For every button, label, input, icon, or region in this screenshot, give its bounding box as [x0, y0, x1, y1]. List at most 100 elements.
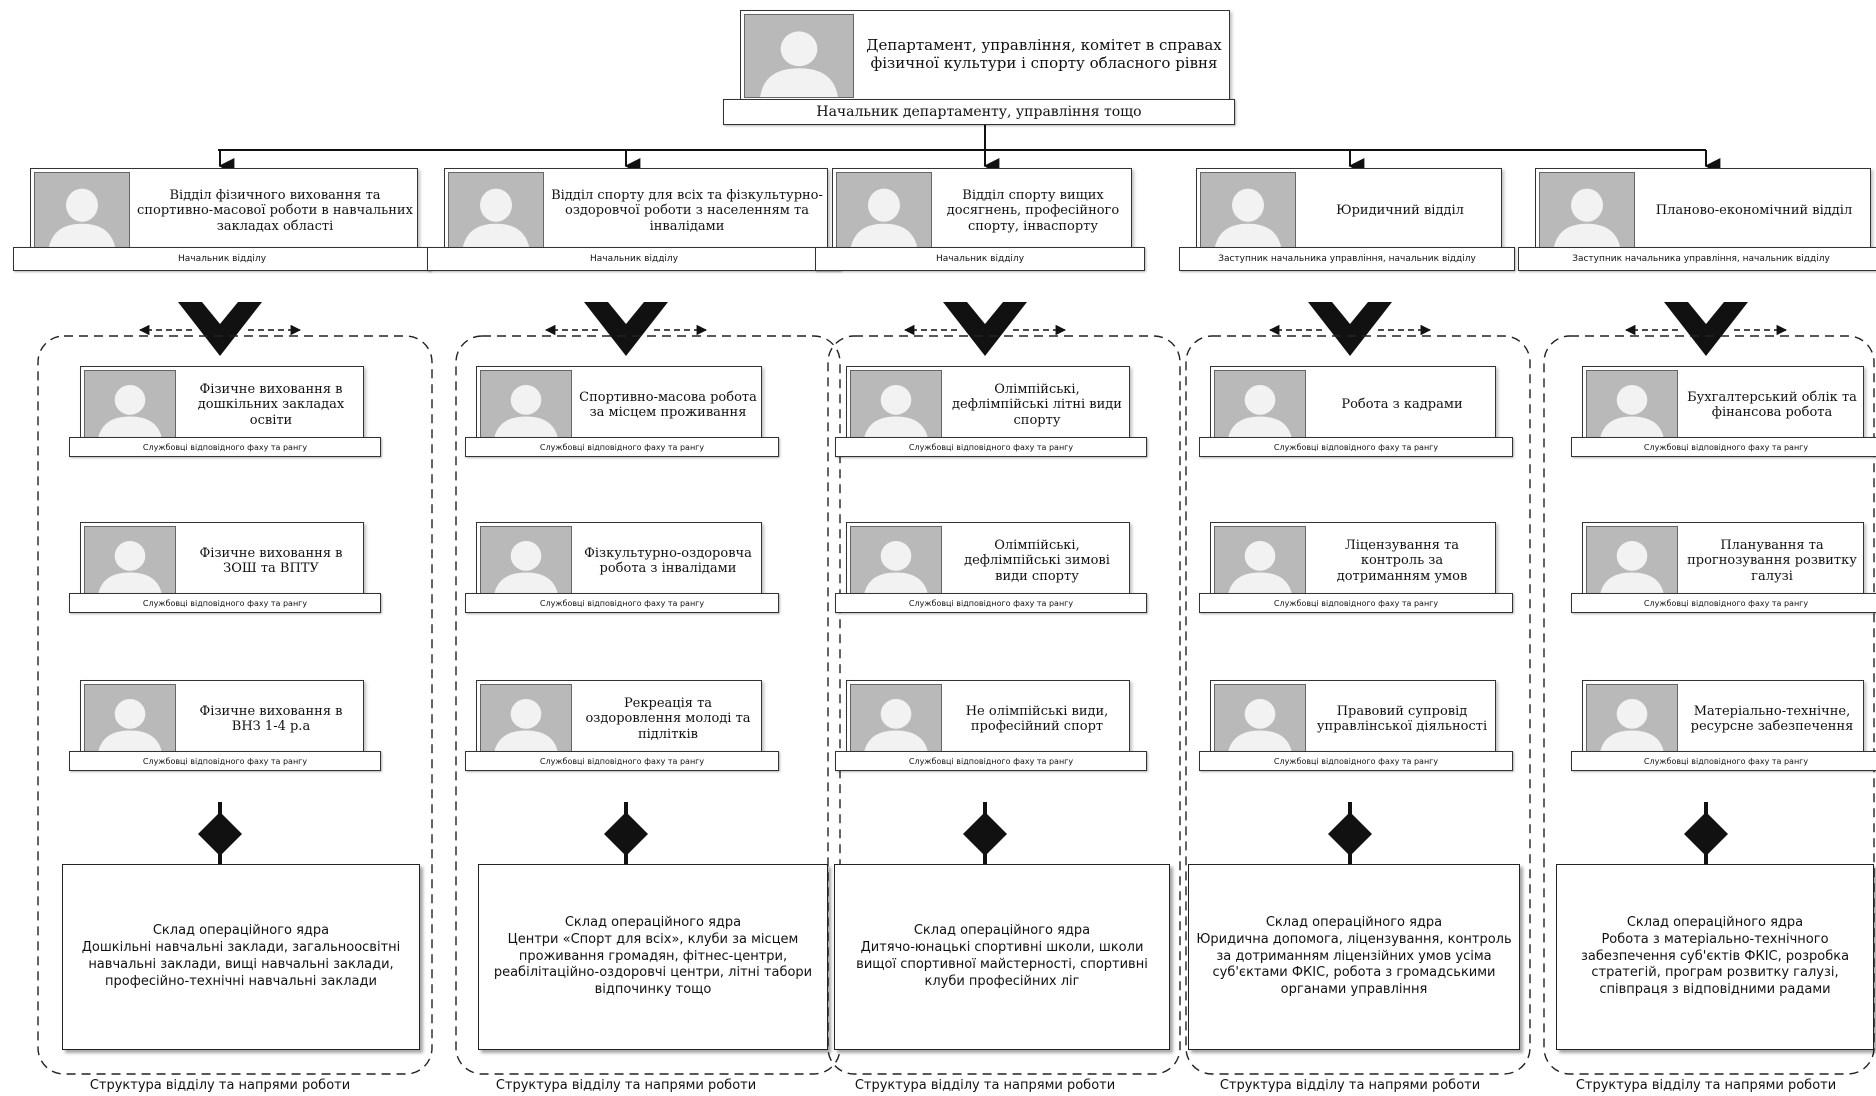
- avatar-placeholder: [1539, 172, 1635, 252]
- avatar-placeholder: [1586, 526, 1678, 598]
- department-card-5-title: Планово-економічний відділ: [1655, 203, 1853, 219]
- operational-core-text: Дошкільні навчальні заклади, загальноосв…: [81, 940, 401, 989]
- unit-card-3-1-role: Службовці відповідного фаху та рангу: [835, 437, 1147, 457]
- department-card-2: Відділ спорту для всіх та фізкультурно-о…: [427, 168, 841, 271]
- unit-card-5-1-role: Службовці відповідного фаху та рангу: [1571, 437, 1876, 457]
- avatar-placeholder: [1214, 684, 1306, 756]
- operational-core-text: Робота з матеріально-технічного забезпеч…: [1580, 931, 1850, 998]
- unit-card-2-3-role: Службовці відповідного фаху та рангу: [465, 751, 779, 771]
- unit-card-2-1-title: Спортивно-масова робота за місцем прожив…: [579, 389, 757, 420]
- unit-card-2-1: Спортивно-масова робота за місцем прожив…: [465, 366, 779, 457]
- operational-core-text: Дитячо-юнацькі спортивні школи, школи ви…: [856, 940, 1148, 989]
- avatar-placeholder: [480, 370, 572, 442]
- top-org-card: Департамент, управління, комітет в справ…: [723, 10, 1235, 125]
- avatar-placeholder: [84, 684, 176, 756]
- avatar-placeholder: [1586, 370, 1678, 442]
- unit-card-2-2-title: Фізкультурно-оздоровча робота з інваліда…: [584, 545, 752, 576]
- unit-card-1-3-role: Службовці відповідного фаху та рангу: [69, 751, 381, 771]
- column-caption: Структура відділу та напрями роботи: [89, 1078, 351, 1093]
- operational-core-title: Склад операційного ядра: [1626, 914, 1804, 930]
- unit-card-5-2: Планування та прогнозування розвитку гал…: [1571, 522, 1876, 613]
- unit-card-1-2-role: Службовці відповідного фаху та рангу: [69, 593, 381, 613]
- unit-card-1-1-role: Службовці відповідного фаху та рангу: [69, 437, 381, 457]
- bold-down-arrow: [178, 302, 262, 356]
- department-card-2-role: Начальник відділу: [427, 247, 841, 271]
- unit-card-4-1-title: Робота з кадрами: [1341, 397, 1463, 413]
- unit-card-3-1-title: Олімпійські, дефлімпійські літні види сп…: [952, 382, 1122, 428]
- unit-card-4-3: Правовий супровід управлінської діяльнос…: [1199, 680, 1513, 771]
- unit-card-1-2-title: Фізичне виховання в ЗОШ та ВПТУ: [199, 545, 343, 576]
- avatar-placeholder: [836, 172, 932, 252]
- department-card-2-title: Відділ спорту для всіх та фізкультурно-о…: [551, 188, 823, 234]
- department-dashed-frame: [827, 335, 1181, 1075]
- unit-card-1-1: Фізичне виховання в дошкільних закладах …: [69, 366, 381, 457]
- unit-card-2-3-title: Рекреація та оздоровлення молоді та підл…: [585, 696, 751, 742]
- department-card-1-title: Відділ фізичного виховання та спортивно-…: [137, 188, 413, 234]
- department-dashed-frame: [455, 335, 841, 1075]
- column-caption: Структура відділу та напрями роботи: [854, 1078, 1116, 1093]
- unit-card-4-2-title: Ліцензування та контроль за дотриманням …: [1336, 538, 1468, 584]
- bold-down-arrow: [1664, 302, 1748, 356]
- unit-card-2-1-role: Службовці відповідного фаху та рангу: [465, 437, 779, 457]
- avatar-placeholder: [84, 526, 176, 598]
- unit-card-4-3-role: Службовці відповідного фаху та рангу: [1199, 751, 1513, 771]
- avatar-placeholder: [850, 370, 942, 442]
- avatar-placeholder: [480, 684, 572, 756]
- department-card-3-title: Відділ спорту вищих досягнень, професійн…: [946, 188, 1120, 234]
- unit-card-3-2-role: Службовці відповідного фаху та рангу: [835, 593, 1147, 613]
- department-card-5-role: Заступник начальника управління, начальн…: [1518, 247, 1876, 271]
- operational-core-title: Склад операційного ядра: [913, 923, 1091, 939]
- operational-core-text: Центри «Спорт для всіх», клуби за місцем…: [493, 931, 813, 998]
- column-caption: Структура відділу та напрями роботи: [495, 1078, 757, 1093]
- unit-card-2-2-role: Службовці відповідного фаху та рангу: [465, 593, 779, 613]
- avatar-placeholder: [1214, 370, 1306, 442]
- department-dashed-frame: [1185, 335, 1531, 1075]
- column-caption: Структура відділу та напрями роботи: [1219, 1078, 1481, 1093]
- bold-down-arrow: [584, 302, 668, 356]
- unit-card-5-2-title: Планування та прогнозування розвитку гал…: [1687, 538, 1857, 584]
- department-dashed-frame: [1543, 335, 1875, 1075]
- avatar-placeholder: [480, 526, 572, 598]
- unit-card-5-3: Матеріально-технічне, ресурсне забезпече…: [1571, 680, 1876, 771]
- unit-card-4-1-role: Службовці відповідного фаху та рангу: [1199, 437, 1513, 457]
- unit-card-3-2: Олімпійські, дефлімпійські зимові види с…: [835, 522, 1147, 613]
- unit-card-1-3-title: Фізичне виховання в ВНЗ 1-4 р.а: [199, 703, 343, 734]
- unit-card-4-2: Ліцензування та контроль за дотриманням …: [1199, 522, 1513, 613]
- top-org-role: Начальник департаменту, управління тощо: [723, 99, 1235, 125]
- avatar-placeholder: [850, 684, 942, 756]
- department-card-3-role: Начальник відділу: [815, 247, 1145, 271]
- department-card-1-role: Начальник відділу: [13, 247, 431, 271]
- avatar-placeholder: [448, 172, 544, 252]
- unit-card-4-2-role: Службовці відповідного фаху та рангу: [1199, 593, 1513, 613]
- unit-card-3-1: Олімпійські, дефлімпійські літні види сп…: [835, 366, 1147, 457]
- operational-core-title: Склад операційного ядра: [1265, 914, 1443, 930]
- unit-card-1-1-title: Фізичне виховання в дошкільних закладах …: [197, 382, 345, 428]
- unit-card-5-3-title: Матеріально-технічне, ресурсне забезпече…: [1690, 703, 1854, 734]
- avatar-placeholder: [744, 14, 854, 98]
- operational-core-text: Юридична допомога, ліцензування, контрол…: [1196, 931, 1512, 998]
- avatar-placeholder: [1200, 172, 1296, 252]
- unit-card-2-3: Рекреація та оздоровлення молоді та підл…: [465, 680, 779, 771]
- unit-card-3-2-title: Олімпійські, дефлімпійські зимові види с…: [964, 538, 1110, 584]
- operational-core-title: Склад операційного ядра: [152, 923, 330, 939]
- department-card-4-role: Заступник начальника управління, начальн…: [1179, 247, 1515, 271]
- unit-card-3-3-role: Службовці відповідного фаху та рангу: [835, 751, 1147, 771]
- top-org-title: Департамент, управління, комітет в справ…: [866, 36, 1222, 72]
- unit-card-5-1-title: Бухгалтерський облік та фінансова робота: [1687, 389, 1857, 420]
- department-dashed-frame: [37, 335, 433, 1075]
- avatar-placeholder: [850, 526, 942, 598]
- operational-core-title: Склад операційного ядра: [564, 914, 742, 930]
- avatar-placeholder: [84, 370, 176, 442]
- avatar-placeholder: [34, 172, 130, 252]
- avatar-placeholder: [1214, 526, 1306, 598]
